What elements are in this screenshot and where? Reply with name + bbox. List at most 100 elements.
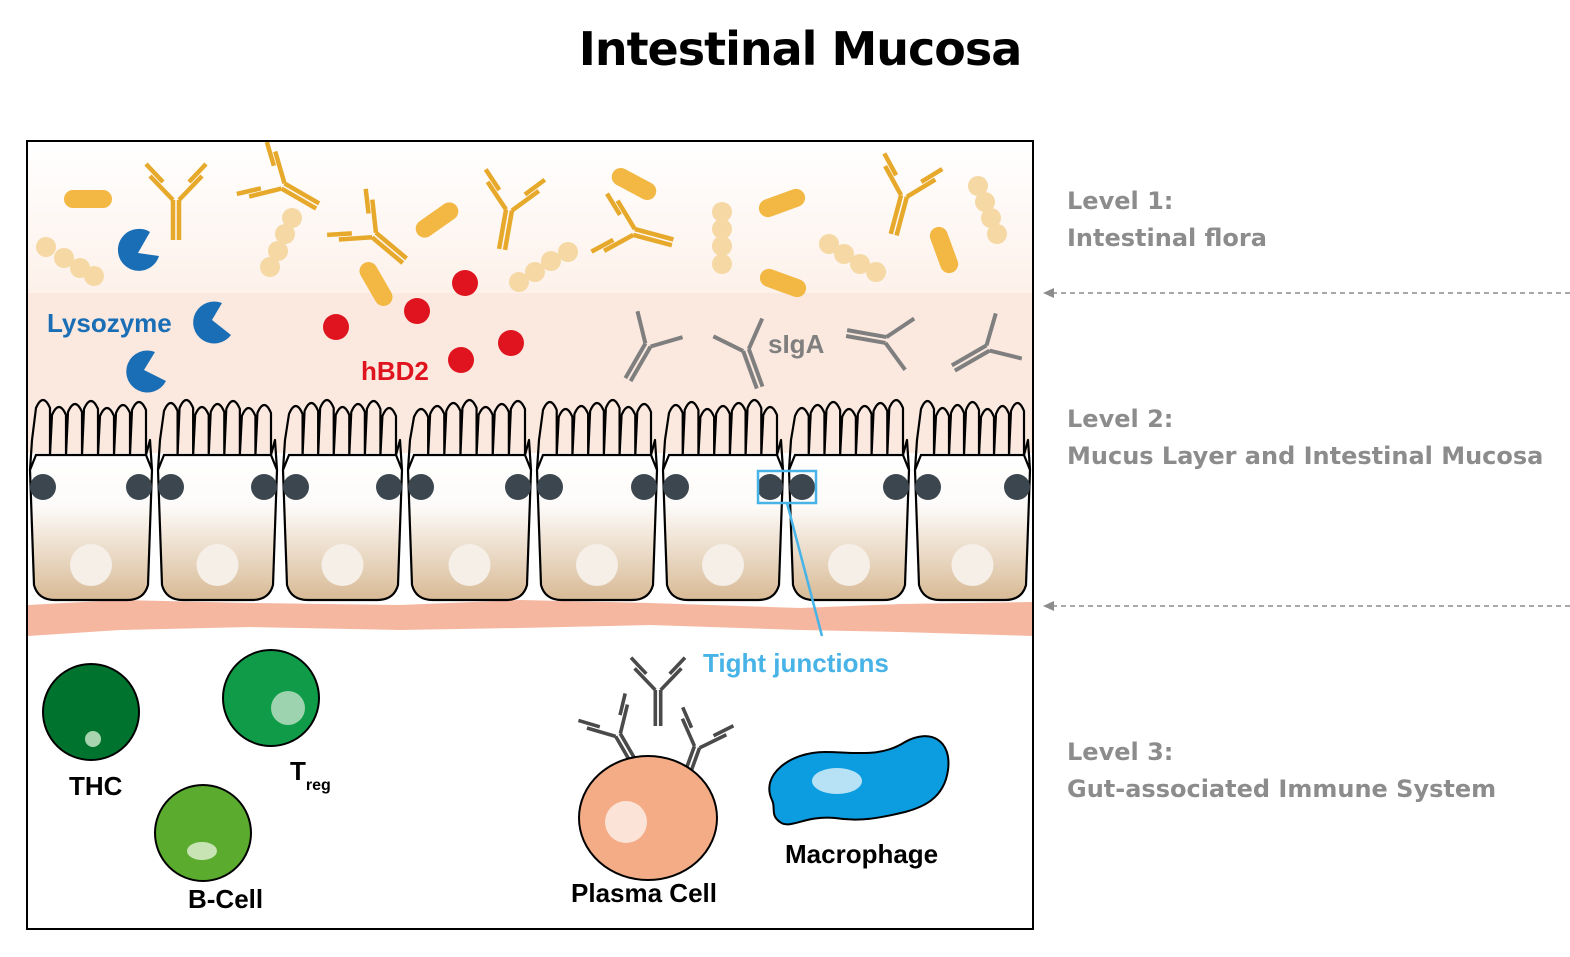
coccus xyxy=(712,202,732,222)
cell-nucleus xyxy=(70,544,112,586)
tight-junction-dot xyxy=(158,474,184,500)
antibody-icon xyxy=(629,656,687,727)
rod-bacterium xyxy=(758,188,806,218)
thc-cell xyxy=(42,663,140,761)
coccus xyxy=(268,241,288,261)
coccus xyxy=(84,266,104,286)
microvilli xyxy=(913,399,1032,471)
intestinal-flora xyxy=(36,167,1007,306)
antibody-icon xyxy=(950,312,1023,373)
coccus xyxy=(558,242,578,262)
tight-junction-dot xyxy=(663,474,689,500)
coccus xyxy=(712,236,732,256)
level-2-text: Mucus Layer and Intestinal Mucosa xyxy=(1067,442,1544,470)
hbd2-dot xyxy=(448,347,474,373)
rod-bacterium xyxy=(759,268,807,298)
coccus xyxy=(260,257,280,277)
cell-nucleus xyxy=(951,544,994,586)
level-separator-2 xyxy=(1043,601,1570,611)
rod-bacterium xyxy=(64,190,112,208)
bcell-label: B-Cell xyxy=(188,884,263,914)
lamina-propria-band xyxy=(28,600,1033,636)
coccus xyxy=(968,176,988,196)
macrophage-label: Macrophage xyxy=(785,839,938,869)
hbd2-dot xyxy=(323,314,349,340)
epithelial-cell xyxy=(913,453,1032,602)
antibody-icon xyxy=(590,192,674,254)
hbd2-molecules xyxy=(323,270,524,373)
level-2-legend: Level 2: Mucus Layer and Intestinal Muco… xyxy=(1067,401,1543,475)
rod-bacterium xyxy=(359,262,393,306)
treg-label: Treg xyxy=(290,756,331,794)
cell-nucleus xyxy=(196,544,239,586)
treg-label-sub: reg xyxy=(306,777,331,794)
coccus xyxy=(54,248,74,268)
coccus xyxy=(850,254,870,274)
antibody-icon xyxy=(623,310,684,383)
microvilli xyxy=(281,398,404,471)
cell-body xyxy=(406,453,533,602)
antibody-icon xyxy=(712,317,765,390)
lysozyme-molecules xyxy=(117,228,231,393)
level-1-legend: Level 1: Intestinal flora xyxy=(1067,183,1267,257)
lysozyme-icon xyxy=(117,228,159,271)
coccus xyxy=(819,234,839,254)
rod-bacterium xyxy=(415,202,459,238)
microvilli xyxy=(28,398,154,471)
coccus-chain xyxy=(968,176,1007,244)
level-3-text: Gut-associated Immune System xyxy=(1067,775,1497,803)
hbd2-dot xyxy=(498,330,524,356)
coccus xyxy=(834,244,854,264)
plasma-cell-label: Plasma Cell xyxy=(571,878,717,908)
tight-junction-dot xyxy=(30,474,56,500)
microvilli xyxy=(535,398,659,471)
lysozyme-label: Lysozyme xyxy=(47,308,172,338)
epithelial-cell xyxy=(406,453,533,602)
tight-junction-dot xyxy=(757,474,783,500)
level-separator-1 xyxy=(1043,288,1570,298)
siga-label: sIgA xyxy=(768,329,825,359)
b-cell xyxy=(154,784,252,882)
lysozyme-icon xyxy=(126,350,166,393)
coccus-chain xyxy=(509,242,578,292)
cell-body xyxy=(156,453,279,602)
tight-junction-dot xyxy=(537,474,563,500)
tight-junction-dot xyxy=(789,474,815,500)
rod-bacterium xyxy=(611,167,657,201)
coccus xyxy=(282,208,302,228)
tight-junction-dots xyxy=(30,474,1030,500)
level-1-text: Intestinal flora xyxy=(1067,224,1267,252)
cell-nucleus xyxy=(828,544,870,586)
level-2-heading: Level 2: xyxy=(1067,405,1174,433)
coccus xyxy=(36,237,56,257)
antibody-icon xyxy=(483,168,547,251)
tight-junction-dot xyxy=(631,474,657,500)
cell-body xyxy=(535,453,659,602)
epithelial-cell xyxy=(787,453,911,602)
treg-label-main: T xyxy=(290,756,306,786)
epithelial-cells xyxy=(28,453,1032,602)
hbd2-label: hBD2 xyxy=(361,356,429,386)
coccus-chain xyxy=(712,202,732,274)
tight-junction-dot xyxy=(376,474,402,500)
epithelial-cell xyxy=(661,453,785,602)
coccus xyxy=(712,219,732,239)
tight-junction-dot xyxy=(1004,474,1030,500)
microvilli-layer xyxy=(28,398,1032,471)
antibody-icon xyxy=(882,152,944,236)
level-3-legend: Level 3: Gut-associated Immune System xyxy=(1067,734,1496,808)
macrophage-cell xyxy=(768,735,950,826)
cell-body xyxy=(281,453,404,602)
tight-junction-pointer xyxy=(785,502,824,637)
coccus xyxy=(525,262,545,282)
tight-junction-dot xyxy=(251,474,277,500)
antibody-icon xyxy=(236,141,321,211)
tight-junction-dot xyxy=(883,474,909,500)
microvilli xyxy=(787,398,911,471)
microvilli xyxy=(661,398,785,471)
epithelial-cell xyxy=(28,453,154,602)
plasma-cell xyxy=(578,755,718,881)
treg-cell xyxy=(222,649,320,747)
epithelial-cell xyxy=(281,453,404,602)
coccus xyxy=(712,254,732,274)
